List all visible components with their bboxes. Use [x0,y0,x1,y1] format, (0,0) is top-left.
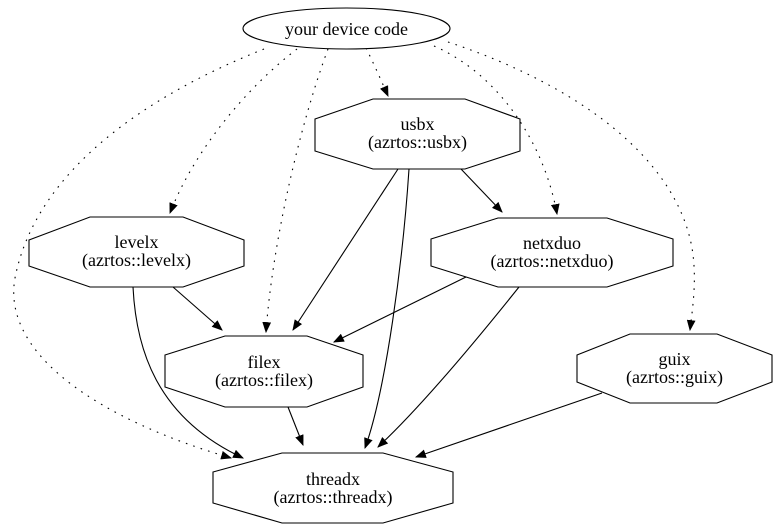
edge-netxduo-threadx [377,286,520,448]
edge-device-threadx [13,48,265,460]
threadx-shape [212,452,454,524]
edge-device-usbx [365,47,389,98]
netxduo-label: netxduo [523,233,581,253]
node-guix: guix (azrtos::guix) [576,333,773,404]
device-code-label: your device code [285,19,408,39]
levelx-label: levelx [115,232,159,252]
edge-usbx-threadx [364,168,410,450]
edge-levelx-threadx [132,286,244,459]
filex-shape [164,335,364,408]
usbx-sublabel: (azrtos::usbx) [368,132,467,153]
node-netxduo: netxduo (azrtos::netxduo) [430,217,674,288]
node-levelx: levelx (azrtos::levelx) [28,216,245,288]
edge-usbx-netxduo [460,168,503,213]
guix-sublabel: (azrtos::guix) [626,367,723,388]
node-threadx: threadx (azrtos::threadx) [212,452,454,524]
edge-netxduo-filex [333,276,467,343]
edge-levelx-filex [172,286,223,331]
guix-label: guix [658,349,690,369]
edge-device-levelx [169,48,298,215]
netxduo-shape [430,217,674,288]
threadx-label: threadx [306,469,360,489]
edge-usbx-filex [292,168,399,331]
usbx-label: usbx [400,114,434,134]
node-layer: your device code usbx (azrtos::usbx) lev… [28,7,773,524]
node-usbx: usbx (azrtos::usbx) [314,98,521,170]
guix-shape [576,333,773,404]
edge-guix-threadx [414,392,603,458]
edge-device-netxduo [433,45,560,216]
node-device-code: your device code [242,7,451,50]
edge-device-filex [262,48,329,334]
usbx-shape [314,98,521,170]
filex-label: filex [248,352,281,372]
levelx-shape [28,216,245,288]
edge-filex-threadx [287,406,304,447]
levelx-sublabel: (azrtos::levelx) [82,250,191,271]
node-filex: filex (azrtos::filex) [164,335,364,408]
netxduo-sublabel: (azrtos::netxduo) [491,251,614,272]
threadx-sublabel: (azrtos::threadx) [274,487,393,508]
filex-sublabel: (azrtos::filex) [215,370,313,391]
device-code-shape [242,7,451,50]
edge-layer [13,41,696,460]
